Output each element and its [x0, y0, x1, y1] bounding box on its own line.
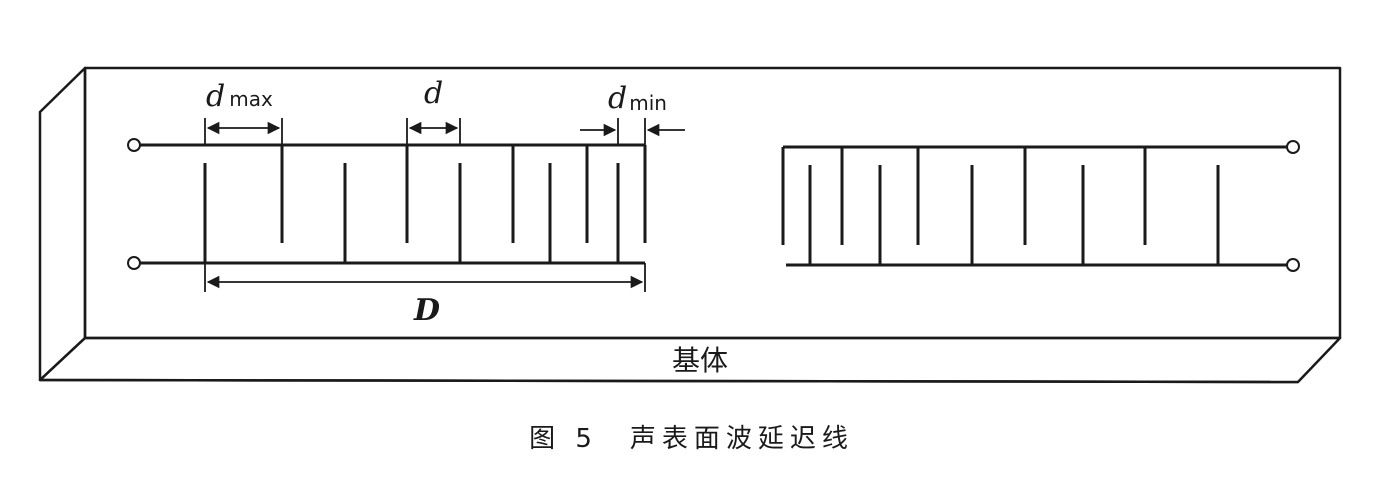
- d-label: d: [424, 76, 443, 111]
- substrate-left-face: [38, 66, 87, 382]
- input-transducer: [127, 138, 647, 270]
- output-transducer: [781, 140, 1300, 272]
- substrate-block: [38, 66, 1342, 384]
- input-terminal-bottom: [127, 256, 141, 270]
- output-terminal-top: [1286, 140, 1300, 154]
- D-label: D: [413, 293, 440, 328]
- input-terminal-top: [127, 138, 141, 152]
- figure-caption: 图 5 声表面波延迟线: [529, 424, 854, 454]
- substrate-bottom-edge: [39, 378, 1299, 384]
- output-terminal-bottom: [1286, 258, 1300, 272]
- substrate-top-face: [83, 66, 1342, 340]
- substrate-label: 基体: [672, 344, 728, 377]
- dimension-markers: [204, 118, 685, 292]
